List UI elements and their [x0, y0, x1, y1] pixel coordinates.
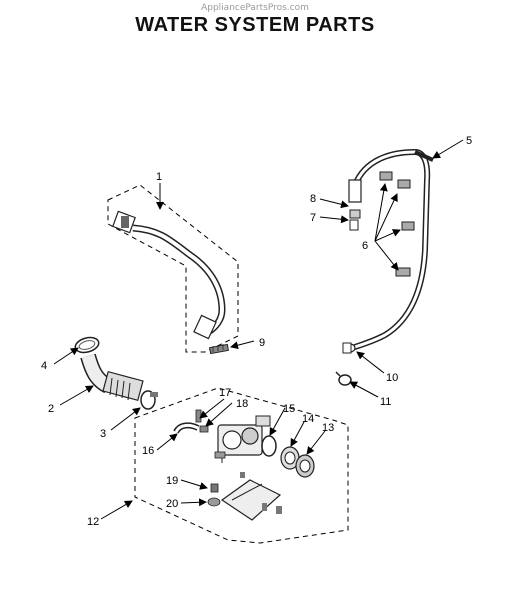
callout-2: 2: [48, 403, 54, 415]
valve-group-outline: [134, 387, 349, 544]
elbow-tube: [80, 353, 144, 402]
hose-clamp: [140, 390, 158, 410]
callout-17: 17: [219, 387, 231, 399]
hose-clamps: [379, 171, 415, 277]
callout-8: 8: [310, 193, 316, 205]
clamp-ring: [335, 371, 352, 386]
valve-gasket: [261, 435, 277, 457]
water-valve: [214, 415, 271, 463]
callout-20: 20: [166, 498, 178, 510]
small-hose: [173, 409, 209, 434]
hose-group-outline: [107, 184, 239, 353]
fill-hose-assembly: [344, 148, 434, 353]
watermark: AppliancePartsPros.com: [201, 3, 309, 13]
hose-fitting: [349, 209, 361, 231]
page-title: WATER SYSTEM PARTS: [135, 14, 375, 36]
grommet: [207, 497, 221, 507]
callout-19: 19: [166, 475, 178, 487]
valve-cap-13: [295, 454, 315, 478]
fitting-clip: [342, 342, 352, 354]
seal-ring: [74, 336, 100, 354]
callout-13: 13: [322, 422, 334, 434]
callout-1: 1: [156, 171, 162, 183]
callout-14: 14: [302, 413, 314, 425]
callout-7: 7: [310, 212, 316, 224]
mounting-bracket: [220, 472, 282, 521]
leader-lines: [53, 139, 464, 520]
callout-9: 9: [259, 337, 265, 349]
callout-10: 10: [386, 372, 398, 384]
screw: [210, 483, 219, 493]
inlet-hose: [112, 210, 226, 340]
callout-6: 6: [362, 240, 368, 252]
callout-18: 18: [236, 398, 248, 410]
callout-11: 11: [380, 396, 391, 408]
callout-16: 16: [142, 445, 154, 457]
callout-3: 3: [100, 428, 106, 440]
callout-12: 12: [87, 516, 99, 528]
callout-4: 4: [41, 360, 47, 372]
callout-15: 15: [283, 403, 295, 415]
spring-clip: [209, 343, 229, 355]
callout-5: 5: [466, 135, 472, 147]
